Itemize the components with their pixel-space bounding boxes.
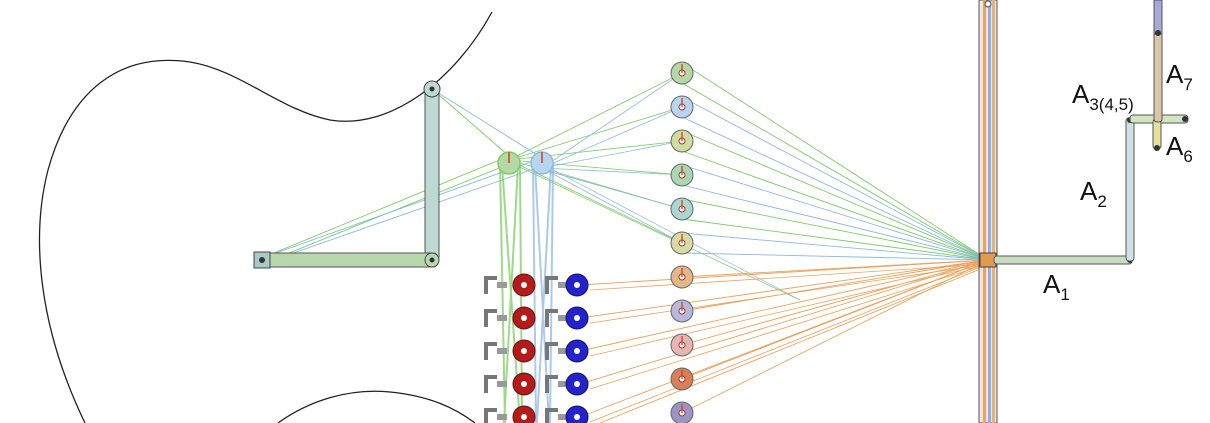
pulley [670,265,694,289]
pulley [670,129,694,153]
cable-lines-orange [579,259,989,423]
pulley [670,197,694,221]
cable-line [431,88,543,159]
pulley [670,401,694,423]
cable-line [541,106,683,169]
arm-link-a6 [1152,118,1162,151]
arm-link-a1 [993,255,1133,265]
roller-row [484,405,589,423]
label-a2: A2 [1080,176,1107,211]
pulley [670,61,694,85]
cable-line [681,184,989,261]
arm-link-a7 [1153,0,1163,123]
cable-line [681,96,989,261]
cable-line [261,155,510,259]
label-a6: A6 [1166,131,1193,166]
cable-line [541,72,683,169]
cable-line [681,82,989,261]
guitar-body-outline [38,11,493,423]
cable-line [541,140,683,169]
cable-line [681,116,989,261]
pulley [670,299,694,323]
belt-blue [532,164,554,423]
cable-line [681,218,989,261]
cable-line [589,263,989,357]
cable-line [541,163,801,301]
pulley [670,333,694,357]
cable-lines-blue [261,72,989,301]
cable-line [599,265,989,423]
arm-link-a2 [1125,117,1135,262]
cable-line [261,157,543,259]
cable-line [579,259,989,352]
cable-line [589,263,989,390]
pulley [670,367,694,391]
cable-line [681,130,989,261]
cable-line [541,167,683,210]
pulley [670,95,694,119]
cable-line [589,263,989,291]
cable-line [681,259,989,278]
roller-row [484,273,589,297]
pulley [670,231,694,255]
cable-line [681,150,989,261]
small-pulley-blue [530,151,554,175]
label-a345: A3(4,5) [1072,79,1134,114]
cable-line [431,88,510,157]
cable-line [541,167,683,244]
pulley [670,163,694,187]
pulley-column [670,61,694,423]
cable-line [681,259,989,346]
cable-line [579,259,989,319]
cable-line [508,161,801,301]
left-arm-link [253,80,441,269]
vertical-rail [978,0,998,423]
cable-line [508,72,683,161]
roller-row [484,306,589,330]
cable-line [681,259,989,414]
label-a1: A1 [1043,269,1070,304]
cable-line [681,259,989,380]
cable-line [681,62,989,261]
cable-line [589,263,989,423]
cable-line [579,259,989,385]
cable-line [261,165,543,265]
guitar-body-outline-lower [277,390,476,423]
small-pulley-green [497,151,521,175]
cable-line [508,106,683,161]
roller-row [484,372,589,396]
cable-line [541,167,683,176]
cable-line [681,252,989,261]
cable-line [681,164,989,261]
cable-line [681,259,989,312]
cable-line [681,232,989,261]
roller-row [484,339,589,363]
roller-rows [484,273,589,423]
label-a7: A7 [1166,59,1193,94]
cable-line [681,198,989,261]
